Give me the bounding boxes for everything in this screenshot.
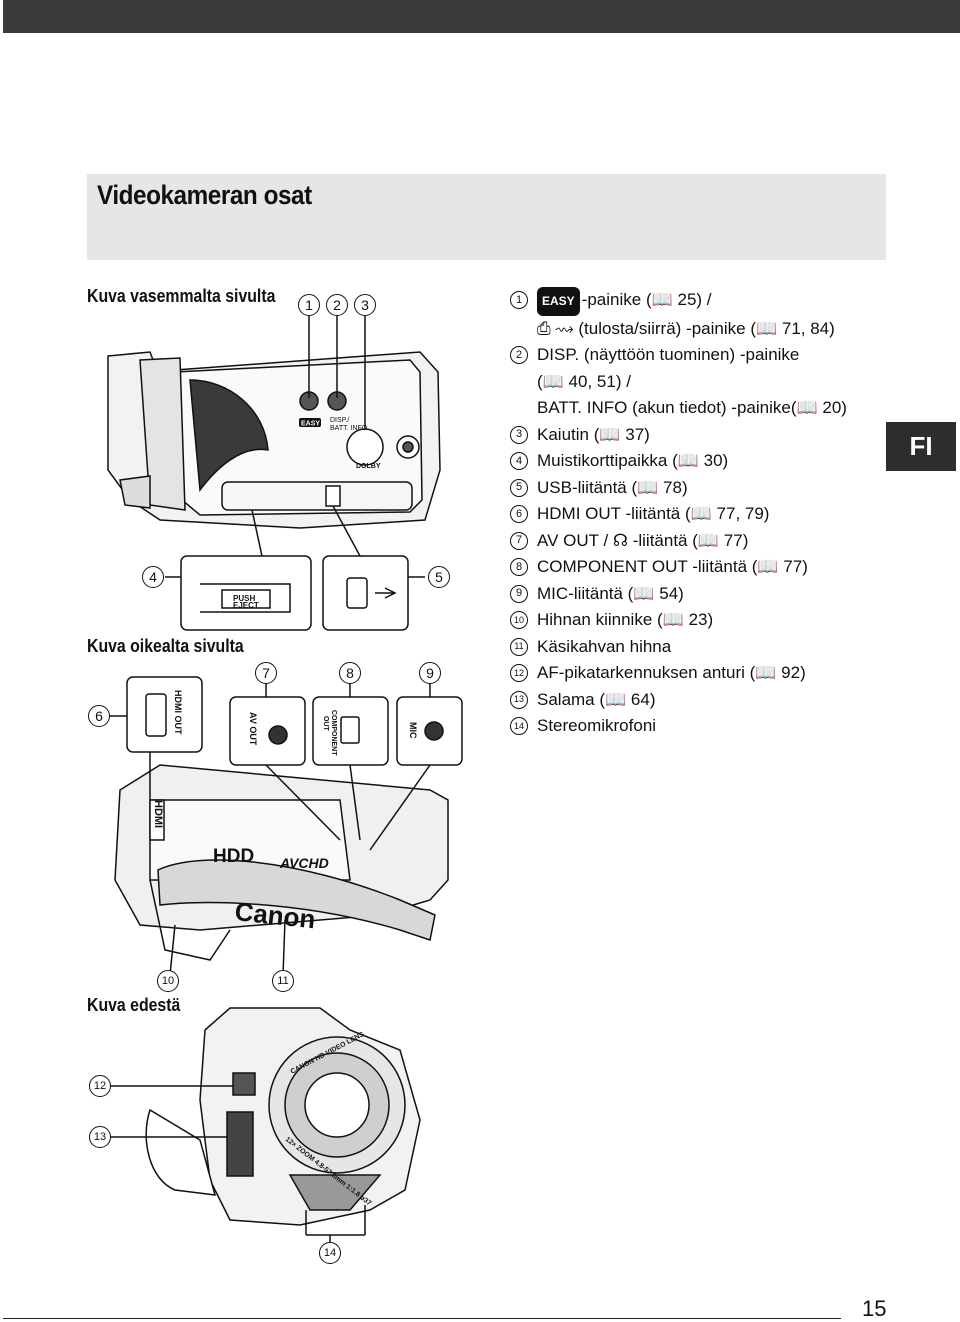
- page-number: 15: [862, 1296, 887, 1321]
- top-bar: [3, 0, 960, 33]
- callout-14: 14: [319, 1242, 341, 1264]
- device-av-out-label: AV OUT: [248, 712, 258, 746]
- device-batt-label: BATT. INFO: [330, 425, 368, 432]
- language-tab: FI: [886, 422, 956, 471]
- list-item: ⎙ ⇝ (tulosta/siirrä) -painike (📖 71, 84): [537, 318, 835, 338]
- list-item: (📖 40, 51) /: [537, 371, 631, 391]
- list-item: 8 COMPONENT OUT -liitäntä (📖 77): [510, 554, 880, 581]
- device-hdmi-out-label: HDMI OUT: [173, 690, 183, 735]
- device-easy-label: EASY: [301, 421, 320, 428]
- device-hdmi-logo: HDMI: [152, 800, 164, 828]
- device-push-label: PUSH: [233, 594, 255, 603]
- list-item: 4 Muistikorttipaikka (📖 30): [510, 448, 880, 475]
- title-box: Videokameran osat: [87, 174, 886, 260]
- footer-rule: [3, 1318, 841, 1319]
- device-dolby-label: DOLBY: [356, 463, 381, 470]
- callout-9: 9: [419, 662, 441, 684]
- left-view-drawing: [107, 351, 441, 529]
- device-avchd-logo: AVCHD: [279, 855, 329, 871]
- callout-5: 5: [428, 566, 450, 588]
- right-view-drawing: [114, 752, 449, 976]
- callout-4: 4: [142, 566, 164, 588]
- device-hdd-logo: HDD: [213, 846, 254, 867]
- callout-6: 6: [88, 705, 110, 727]
- device-disp-label: DISP./: [330, 417, 349, 424]
- callout-13: 13: [89, 1126, 111, 1148]
- callout-3: 3: [354, 294, 376, 316]
- device-eject-label: EJECT: [233, 601, 259, 610]
- list-item: 5 USB-liitäntä (📖 78): [510, 475, 880, 502]
- page-title: Videokameran osat: [97, 180, 312, 210]
- callout-2: 2: [326, 294, 348, 316]
- easy-badge: EASY: [537, 287, 580, 316]
- right-view-label: Kuva oikealta sivulta: [87, 636, 244, 656]
- callout-7: 7: [255, 662, 277, 684]
- list-item: 11 Käsikahvan hihna: [510, 634, 880, 661]
- list-item: 12 AF-pikatarkennuksen anturi (📖 92): [510, 660, 880, 687]
- callout-10: 10: [157, 970, 179, 992]
- list-item: 9 MIC-liitäntä (📖 54): [510, 581, 880, 608]
- front-view-drawing: [110, 1007, 421, 1242]
- list-item: 14 Stereomikrofoni: [510, 713, 880, 740]
- list-item: 3 Kaiutin (📖 37): [510, 422, 880, 449]
- parts-list: 1 EASY -painike (📖 25) / ⎙ ⇝ (tulosta/si…: [510, 287, 880, 740]
- front-view-label: Kuva edestä: [87, 995, 181, 1015]
- callout-1: 1: [298, 294, 320, 316]
- device-component-label: COMPONENT: [330, 710, 337, 756]
- list-item: 1 EASY -painike (📖 25) /: [510, 287, 880, 316]
- list-item: 10 Hihnan kiinnike (📖 23): [510, 607, 880, 634]
- left-view-label: Kuva vasemmalta sivulta: [87, 286, 276, 306]
- av-out-detail: [229, 696, 306, 766]
- list-item: 6 HDMI OUT -liitäntä (📖 77, 79): [510, 501, 880, 528]
- callout-8: 8: [339, 662, 361, 684]
- list-item: 2 DISP. (näyttöön tuominen) -painike: [510, 342, 880, 369]
- device-mic-label: MIC: [408, 722, 418, 739]
- list-item: 7 AV OUT / ☊ -liitäntä (📖 77): [510, 528, 880, 555]
- list-item: 13 Salama (📖 64): [510, 687, 880, 714]
- callout-11: 11: [272, 970, 294, 992]
- list-item: BATT. INFO (akun tiedot) -painike(📖 20): [537, 398, 847, 417]
- callout-12: 12: [89, 1075, 111, 1097]
- device-component-out-label: OUT: [322, 716, 329, 732]
